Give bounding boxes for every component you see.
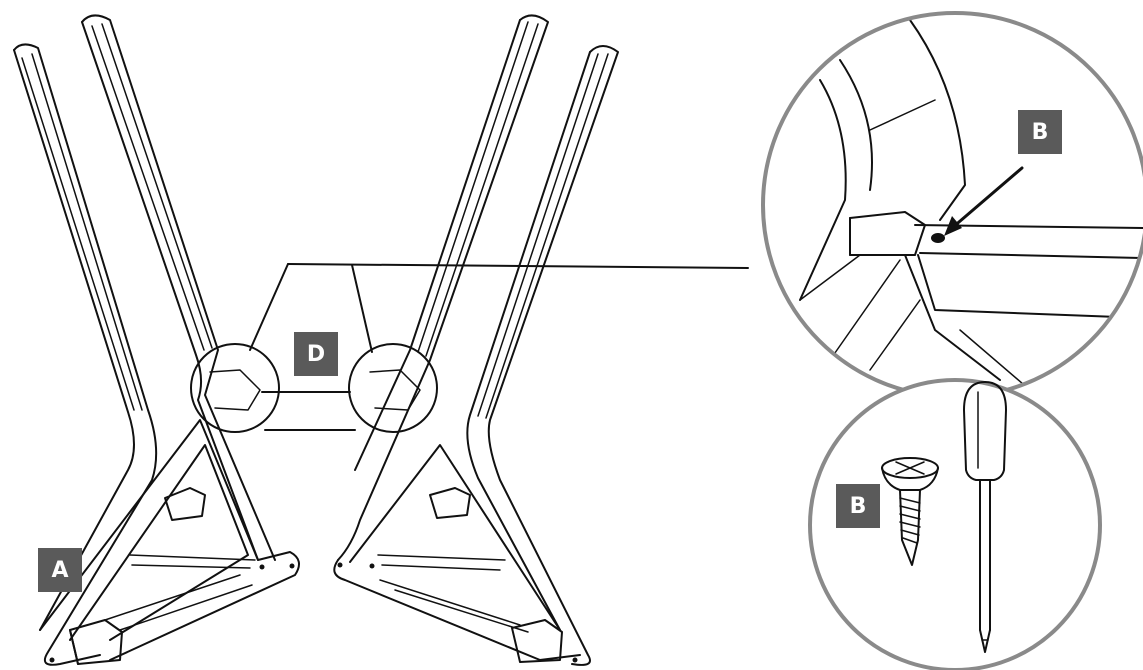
screw-b-parts-label: B [836, 484, 880, 528]
detail-circle-border [761, 11, 1143, 399]
parts-circle [808, 378, 1102, 670]
screwdriver-icon [963, 381, 1007, 653]
left-leg-frame [13, 14, 300, 666]
part-a-label: A [38, 548, 82, 592]
center-brace [190, 263, 749, 433]
screw-icon [881, 457, 939, 566]
arrow-icon [944, 216, 962, 236]
part-d-label: D [294, 332, 338, 376]
detail-zoom-circle [761, 11, 1143, 399]
parts-circle-border [808, 378, 1102, 670]
right-leg-frame [333, 14, 619, 666]
screw-b-detail-label: B [1018, 110, 1062, 154]
